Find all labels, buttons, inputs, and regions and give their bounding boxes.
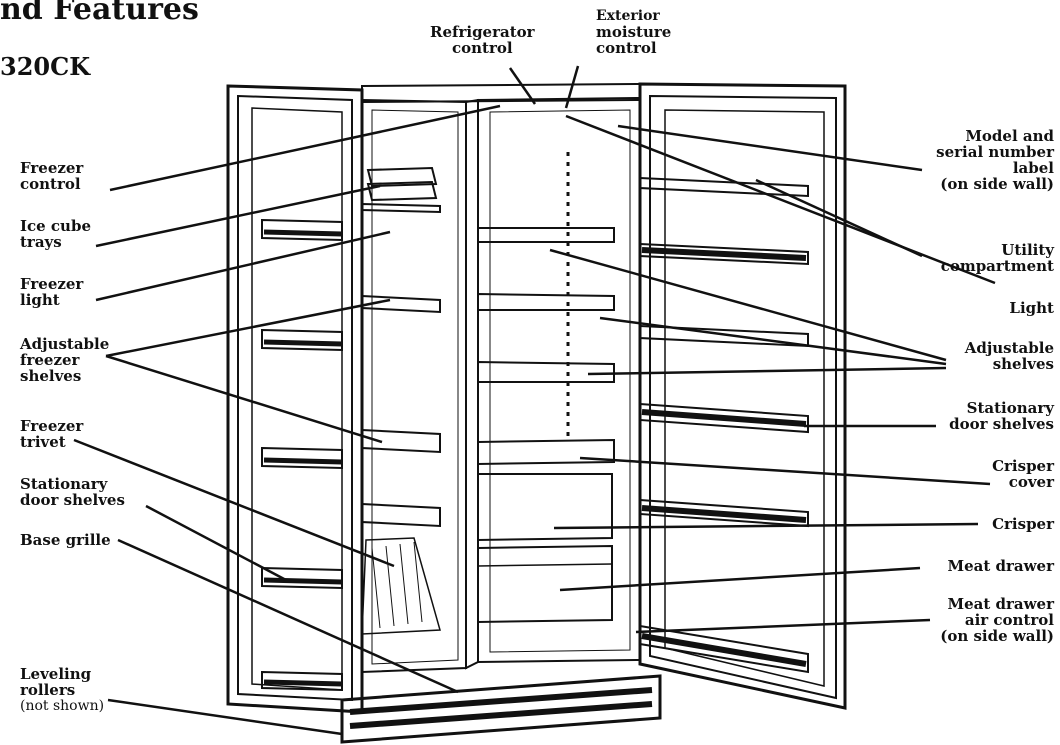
leader-lines	[73, 65, 996, 736]
freezer-shelves	[361, 166, 441, 635]
freezer-door-bins	[261, 218, 343, 692]
center-mullion	[465, 98, 479, 670]
fresh-food-shelves	[477, 152, 615, 624]
meat-drawer-shape	[477, 544, 613, 624]
page-heading: nd Features	[0, 0, 199, 27]
label-crisper: Crisper	[992, 515, 1054, 533]
crisper-drawer-shape	[477, 473, 613, 542]
label-light: Light	[1009, 299, 1054, 317]
base-grille	[340, 674, 662, 744]
model-number: 320CK	[0, 52, 91, 81]
label-base-grille: Base grille	[20, 531, 111, 549]
fresh-food-door	[638, 82, 847, 710]
fresh-food-compartment	[477, 96, 641, 664]
label-meat-drawer: Meat drawer	[947, 557, 1055, 575]
crisper-cover-shape	[477, 438, 615, 466]
